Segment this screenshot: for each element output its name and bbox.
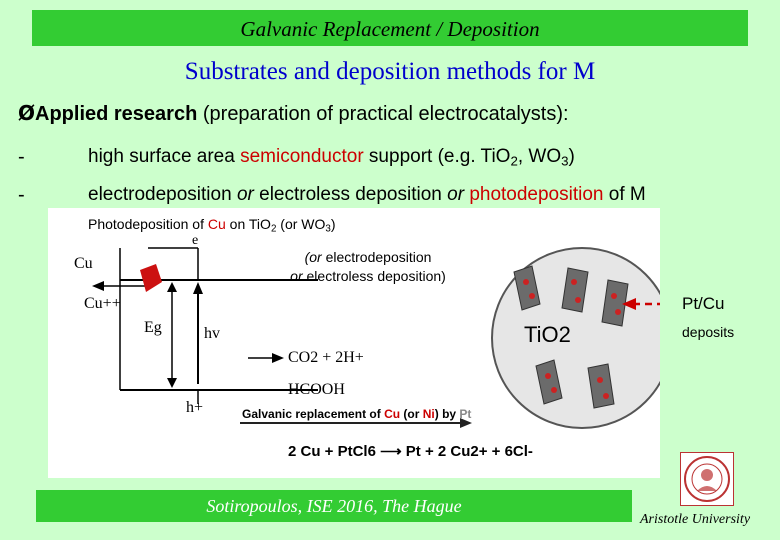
bullet-2-b: electroless deposition [253,184,448,205]
bullet-1-post-c: ) [568,146,575,167]
caption-close: ) [330,216,336,232]
ptcu-label: Pt/Cu [682,294,725,313]
slide-title: Substrates and deposition methods for M [184,58,596,85]
alt-electrodeposition: electrodeposition [321,249,432,265]
cu-reduction-arrowhead [92,281,104,291]
platelet-2 [561,267,589,313]
label-hv: hv [204,325,220,342]
bullet-2-a: electrodeposition [88,184,237,205]
eg-arrowhead-up [167,282,177,292]
platelet-3 [601,279,629,327]
university-logo-icon [680,452,734,506]
bullet-dash-1: - [18,146,25,168]
caption-sub2: 3 [325,223,331,235]
label-electron: e [192,233,198,248]
alt-line-1: (or electrodeposition [268,248,468,267]
caption-on: on TiO [225,216,271,232]
cu-deposit-shape [140,264,162,292]
bullet-1-sub-a: 2 [510,153,518,169]
arrow-bullet-icon: Ø [18,101,36,125]
label-cu-ion: Cu++ [84,295,121,312]
label-tio2: TiO2 [524,322,571,347]
applied-research-label: Applied research [35,103,198,125]
galvanic-label: Galvanic replacement of Cu (or Ni) by Pt [242,407,471,421]
bullet-2-or2: or [447,184,465,205]
alt-or-2: or [290,268,303,284]
caption-cu: Cu [207,216,226,232]
hv-arrowhead [193,282,203,294]
label-hcooh: HCOOH [288,381,345,398]
caption-of: of [188,216,208,232]
bullet-dash-2: - [18,184,25,206]
caption-or: (or WO [276,216,326,232]
eg-arrowhead-down [167,378,177,388]
alt-or-1: (or [304,249,322,265]
platelet-4 [535,359,563,405]
bullet-2-photodeposition: photodeposition [469,184,604,205]
platelet-1 [513,265,541,311]
bullet-1-sub-b: 3 [561,153,569,169]
bullet-text-2: electrodeposition or electroless deposit… [88,184,646,206]
university-name: Aristotle University [640,512,751,527]
alternative-methods-note: (or electrodeposition or electroless dep… [268,248,468,286]
bullet-1-post-b: , WO [517,146,562,167]
bullet-2-or1: or [236,184,254,205]
label-eg: Eg [144,319,162,336]
photodeposition-figure: Cu Cu++ e Eg hv CO2 + 2H+ HCOOH h+ TiO2 … [48,208,660,478]
footer-bar: Sotiropoulos, ISE 2016, The Hague [36,490,632,522]
label-co2: CO2 + 2H+ [288,349,364,366]
bullet-1-semiconductor: semiconductor [240,146,364,167]
header-title: Galvanic Replacement / Deposition [240,17,540,41]
ptcu-pointer-arrowhead [622,298,636,310]
caption-photodeposition: Photodeposition [88,216,189,232]
bullet-text-1: high surface area semiconductor support … [88,146,575,168]
applied-research-line: ØApplied research (preparation of practi… [18,101,569,126]
bullet-1-pre: high surface area [88,146,241,167]
caption-sub1: 2 [270,223,277,235]
deposits-label: deposits [682,324,735,340]
bullet-2-d: of M [603,184,646,205]
band-diagram-svg: Cu Cu++ e Eg hv CO2 + 2H+ HCOOH h+ TiO2 … [74,233,660,460]
footer-text: Sotiropoulos, ISE 2016, The Hague [206,496,462,516]
red-deposit-spots [523,279,621,399]
galvanic-equation: 2 Cu + PtCl6 ⟶ Pt + 2 Cu2+ + 6Cl- [288,443,533,460]
label-hole: h+ [186,399,203,416]
label-cu: Cu [74,255,93,272]
galvanic-arrowhead [460,418,472,428]
alt-electroless: electroless deposition) [302,268,446,284]
bullet-1-post-a: support (e.g. TiO [363,146,511,167]
photodeposition-caption: Photodeposition of Cu on TiO2 (or WO3) [88,216,336,235]
alt-line-2: or electroless deposition) [268,267,468,286]
applied-research-rest: (preparation of practical electrocatalys… [197,103,569,125]
co2-arrowhead [272,353,284,363]
header-bar: Galvanic Replacement / Deposition [32,10,748,46]
